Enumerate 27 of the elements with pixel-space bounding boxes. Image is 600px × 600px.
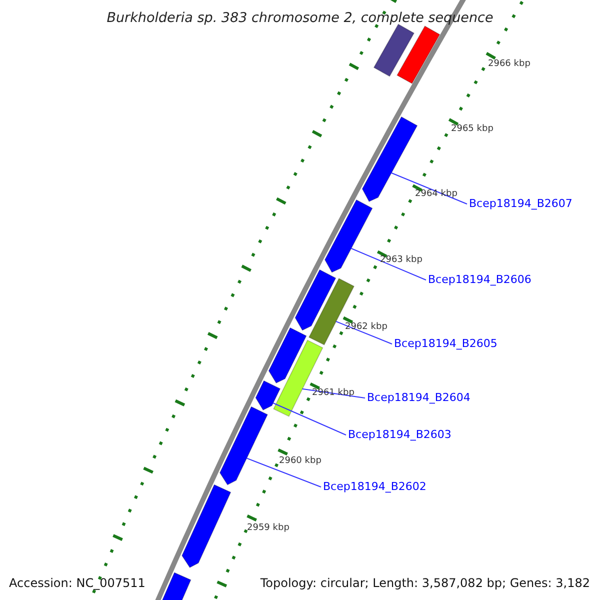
gene-block — [182, 484, 232, 568]
scale-label: 2959 kbp — [247, 524, 290, 533]
gene-label: Bcep18194_B2603 — [348, 429, 452, 440]
gene-block — [324, 199, 373, 273]
info-text: Accession: NC_007511 — [9, 577, 146, 589]
leader-line — [390, 172, 468, 204]
scale-label: 2966 kbp — [488, 60, 530, 69]
scale-label: 2963 kbp — [380, 256, 422, 265]
leader-line — [272, 402, 346, 436]
scale-label: 2960 kbp — [279, 457, 322, 466]
gene-block — [255, 380, 281, 411]
gene-block — [219, 406, 268, 486]
gene-block — [294, 269, 336, 331]
info-text: Topology: circular; Length: 3,587,082 bp; Genes: 3,182 — [260, 577, 590, 589]
leader-line — [246, 458, 322, 488]
title: Burkholderia sp. 383 chromosome 2, complete sequence — [106, 12, 494, 26]
gene-bar — [373, 24, 415, 77]
gene-bar — [396, 26, 440, 84]
gene-label: Bcep18194_B2602 — [323, 481, 426, 492]
scale-label: 2965 kbp — [451, 125, 494, 134]
scale-label: 2964 kbp — [415, 190, 458, 199]
gene-label: Bcep18194_B2607 — [469, 198, 572, 209]
gene-block — [268, 327, 307, 384]
gene-label: Bcep18194_B2606 — [428, 274, 532, 285]
leader-line — [350, 248, 426, 280]
gene-label: Bcep18194_B2604 — [367, 392, 470, 403]
gene-label: Bcep18194_B2605 — [394, 338, 498, 349]
